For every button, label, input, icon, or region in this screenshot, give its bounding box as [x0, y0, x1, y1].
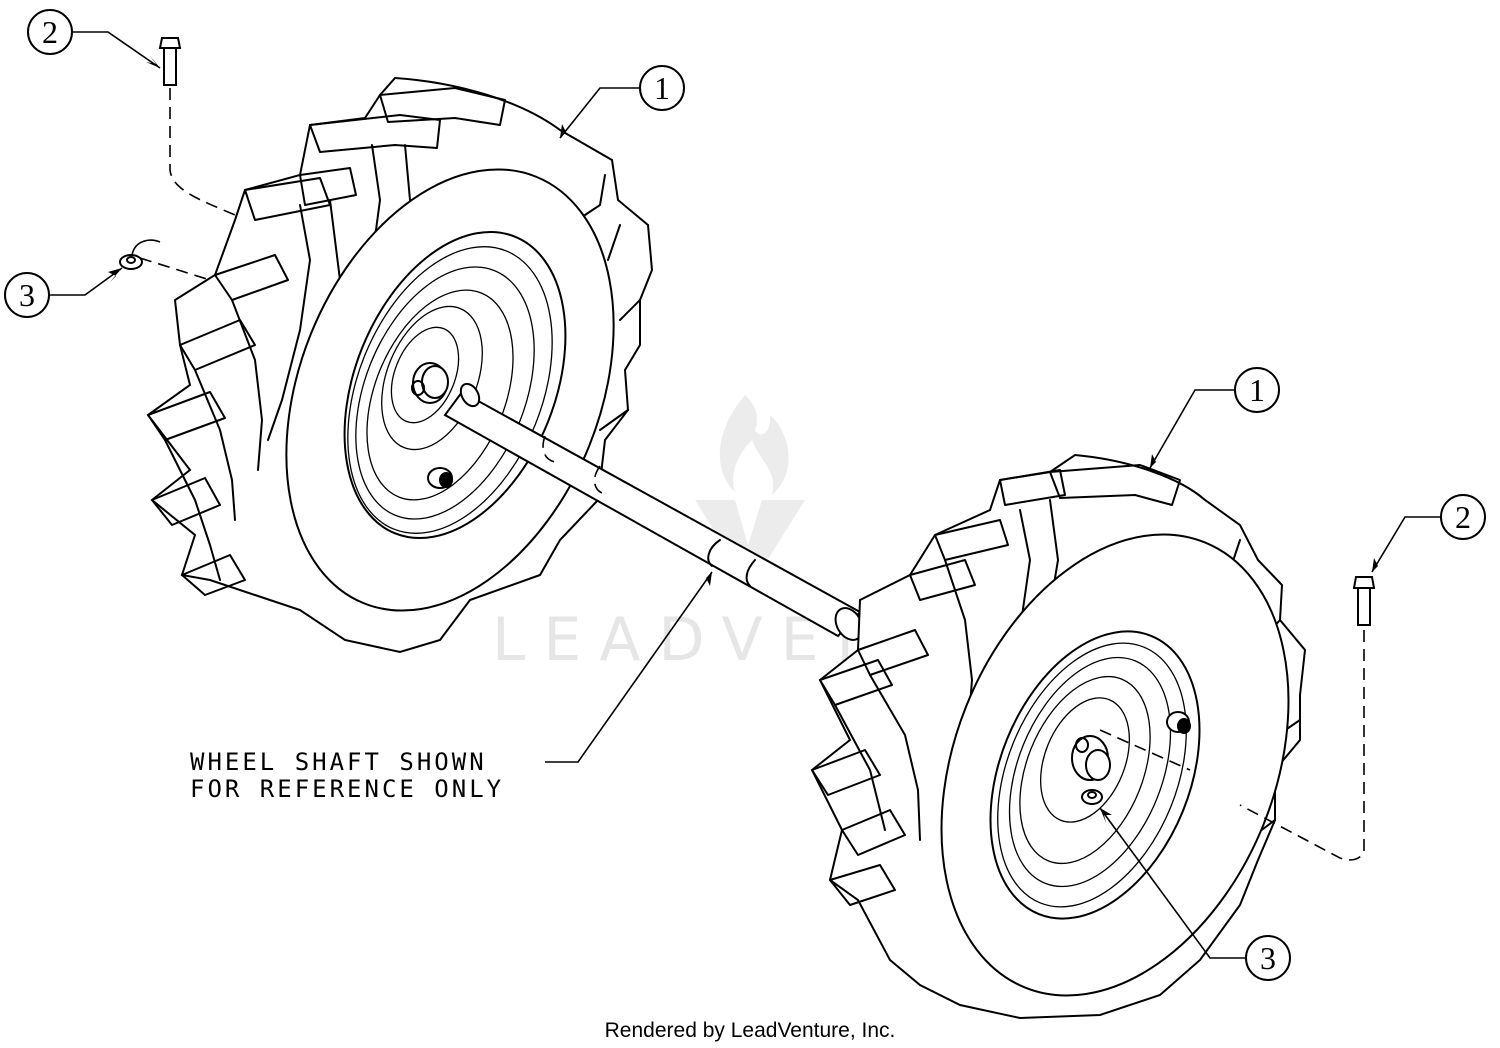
reference-note: WHEEL SHAFT SHOWN FOR REFERENCE ONLY — [190, 571, 713, 803]
left-rim-inner — [343, 230, 567, 540]
left-hub — [411, 362, 449, 404]
right-bolt — [1239, 576, 1376, 861]
svg-text:2: 2 — [42, 14, 58, 50]
right-wheel-assembly — [810, 453, 1307, 1020]
left-rim-outer — [285, 168, 615, 612]
right-rim-inner — [989, 630, 1201, 920]
flame-logo-icon — [695, 395, 805, 575]
right-lug-bolt — [1166, 711, 1191, 734]
footer-credit: Rendered by LeadVenture, Inc. — [605, 1019, 896, 1042]
callout-left-bolt: 2 — [27, 9, 161, 69]
note-line-2: FOR REFERENCE ONLY — [190, 775, 504, 803]
right-hub — [1071, 735, 1111, 781]
left-nut — [119, 239, 211, 281]
right-nut — [1081, 729, 1191, 805]
note-line-1: WHEEL SHAFT SHOWN — [190, 748, 487, 776]
left-wheel-assembly — [146, 76, 654, 654]
svg-text:2: 2 — [1455, 499, 1471, 535]
left-bolt — [158, 37, 236, 216]
callout-right-bolt: 2 — [1371, 494, 1486, 573]
callout-left-wheel: 1 — [559, 65, 685, 139]
callout-left-nut: 3 — [4, 267, 123, 318]
svg-text:1: 1 — [654, 70, 670, 106]
left-lug-bolt — [427, 467, 453, 489]
svg-text:3: 3 — [1260, 940, 1276, 976]
callout-right-wheel: 1 — [1149, 367, 1280, 469]
left-tread-lugs — [147, 87, 641, 596]
right-tread-lugs — [811, 464, 1301, 906]
wheel-shaft — [443, 382, 864, 641]
svg-text:3: 3 — [19, 277, 35, 313]
svg-text:1: 1 — [1249, 372, 1265, 408]
right-rim-outer — [940, 533, 1290, 997]
callout-right-nut: 3 — [1099, 807, 1291, 981]
